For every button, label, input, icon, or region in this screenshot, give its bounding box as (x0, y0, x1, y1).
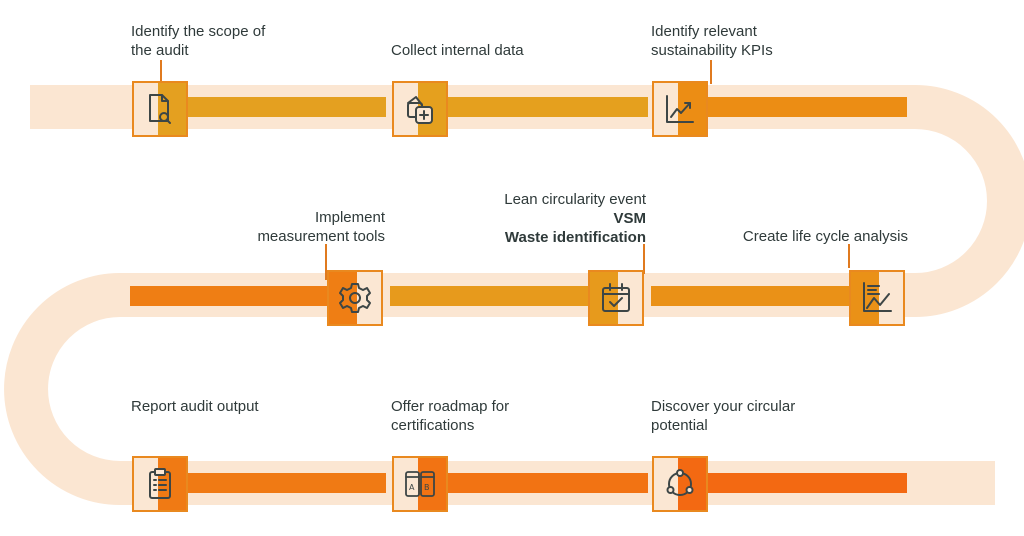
label-roadmap: Offer roadmap for certifications (391, 397, 509, 435)
label-lean-vsm: VSM (613, 210, 646, 227)
label-lca-line-1: Create life cycle analysis (742, 228, 908, 245)
step-report[interactable] (132, 456, 188, 512)
label-kpis-line-2: sustainability KPIs (651, 42, 773, 59)
bar-kpis (696, 97, 907, 117)
label-kpis: Identify relevant sustainability KPIs (651, 22, 773, 60)
bar-measurement (130, 286, 348, 306)
step-measurement[interactable] (327, 270, 383, 326)
step-lean[interactable] (588, 270, 644, 326)
label-measurement: Implement measurement tools (257, 208, 385, 246)
label-potential-line-2: potential (651, 417, 708, 434)
step-collect[interactable] (392, 81, 448, 137)
add-files-icon (407, 96, 433, 124)
pointer-measurement (325, 244, 327, 280)
label-kpis-line-1: Identify relevant (651, 23, 757, 40)
circular-nodes-icon (666, 469, 694, 496)
step-kpis[interactable] (652, 81, 708, 137)
label-measurement-line-1: Implement (314, 209, 385, 226)
ab-test-icon: A B (405, 471, 435, 497)
label-lean: Lean circularity event VSM Waste identif… (504, 190, 646, 247)
label-lca: Create life cycle analysis (743, 227, 908, 246)
label-collect: Collect internal data (391, 41, 524, 60)
label-scope-line-2: the audit (131, 42, 189, 59)
label-lean-waste: Waste identification (504, 229, 646, 246)
svg-text:A: A (409, 483, 415, 492)
step-scope[interactable] (132, 81, 188, 137)
pointer-lean (643, 244, 645, 274)
trend-chart-icon (666, 95, 694, 123)
bar-scope (178, 97, 386, 117)
step-roadmap[interactable]: A B (392, 456, 448, 512)
label-potential: Discover your circular potential (651, 397, 795, 435)
bar-lca (651, 286, 879, 306)
label-scope-line-1: Identify the scope of (131, 23, 266, 40)
label-roadmap-line-1: Offer roadmap for (391, 398, 510, 415)
label-scope: Identify the scope of the audit (131, 22, 265, 60)
label-roadmap-line-2: certifications (391, 417, 475, 434)
label-potential-line-1: Discover your circular (651, 398, 796, 415)
bar-report (178, 473, 386, 493)
pointer-kpis (710, 60, 712, 84)
svg-text:B: B (424, 483, 430, 492)
label-measurement-line-2: measurement tools (257, 228, 385, 245)
document-search-icon (149, 94, 171, 124)
label-report: Report audit output (131, 397, 259, 416)
pointer-scope (160, 60, 162, 84)
calendar-check-icon (602, 283, 630, 312)
label-report-line-1: Report audit output (131, 398, 259, 415)
bar-potential (696, 473, 907, 493)
bar-roadmap (438, 473, 648, 493)
bar-lean (390, 286, 608, 306)
step-lca[interactable] (849, 270, 905, 326)
label-lean-line-1: Lean circularity event (504, 191, 646, 208)
step-potential[interactable] (652, 456, 708, 512)
life-cycle-chart-icon (863, 282, 892, 312)
bar-collect (438, 97, 648, 117)
clipboard-icon (149, 468, 171, 499)
pointer-lca (848, 244, 850, 268)
gear-icon (339, 283, 371, 313)
label-collect-line-1: Collect internal data (391, 42, 524, 59)
